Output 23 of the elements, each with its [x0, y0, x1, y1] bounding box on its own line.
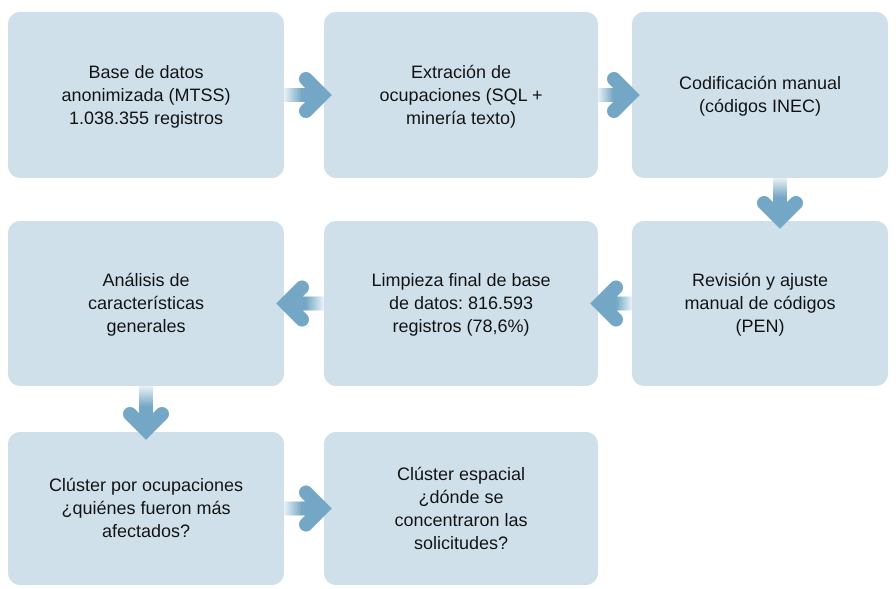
process-box: [324, 12, 598, 178]
arrow: [593, 280, 632, 326]
arrow: [284, 486, 329, 532]
process-box: [8, 432, 284, 585]
process-box: [632, 221, 888, 386]
step-text: Análisis de características generales: [86, 269, 206, 338]
process-box: [8, 221, 284, 386]
process-box: [324, 221, 598, 386]
step-text: Limpieza final de base de datos: 816.593 registros (78,6%): [371, 269, 551, 338]
step-text: Extración de ocupaciones (SQL + minería texto): [378, 60, 544, 130]
step-text: Clúster por ocupaciones ¿quiénes fueron más afectados?: [48, 474, 244, 543]
step-text: Clúster espacial ¿dónde se concentraron las solicitudes?: [393, 462, 529, 554]
process-box: [8, 12, 284, 178]
arrow: [123, 386, 169, 437]
arrow: [598, 72, 637, 118]
process-box: [632, 12, 888, 178]
process-box: [324, 432, 598, 585]
arrow: [279, 280, 324, 326]
step-text: Codificación manual (códigos INEC): [678, 72, 842, 118]
arrow: [757, 178, 803, 226]
step-text: Base de datos anonimizada (MTSS) 1.038.355 registros: [60, 60, 232, 130]
step-text: Revisión y ajuste manual de códigos (PEN): [683, 269, 837, 338]
arrow: [284, 72, 329, 118]
